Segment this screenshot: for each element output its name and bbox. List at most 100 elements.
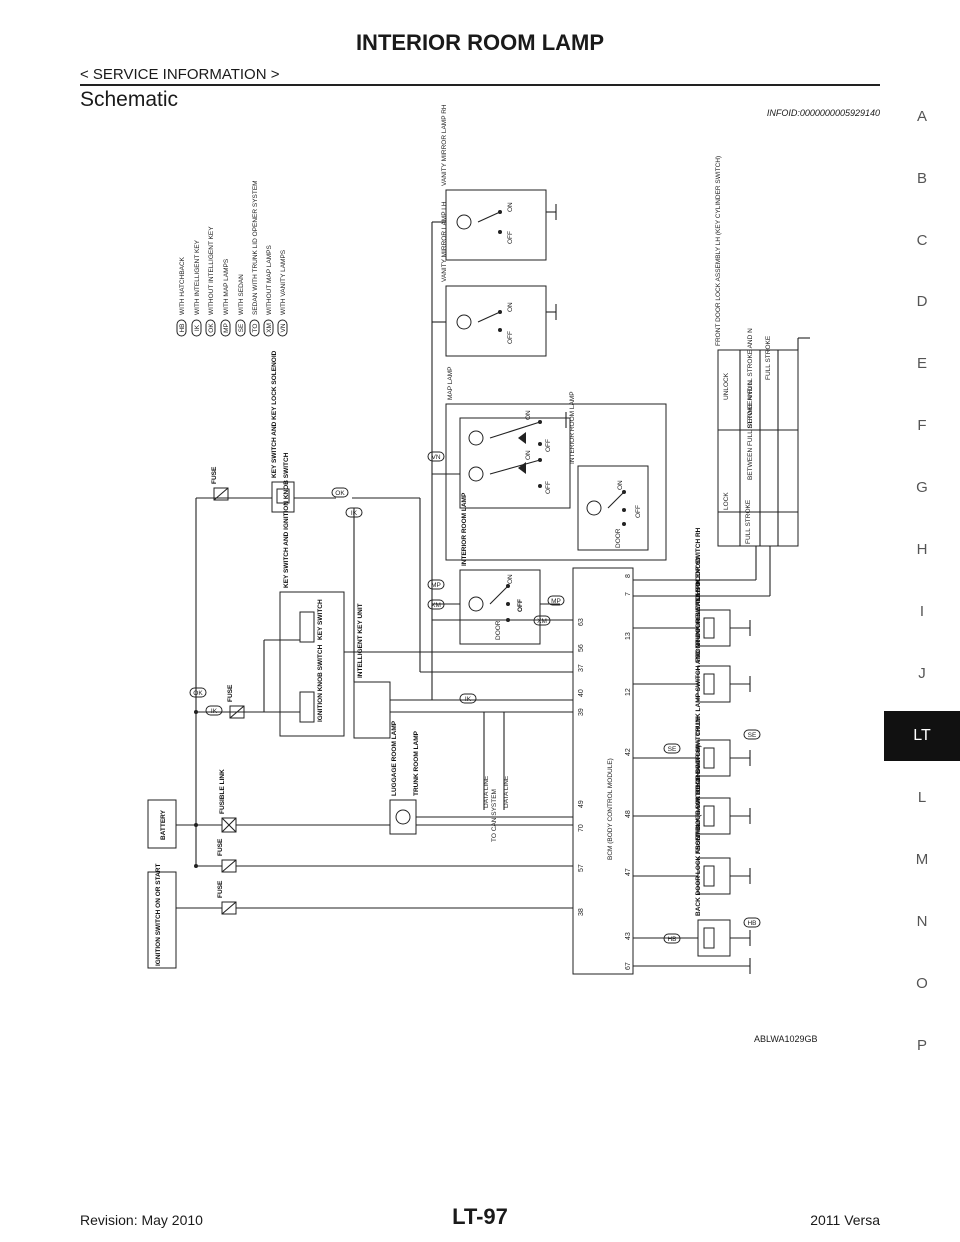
index-letter-g[interactable]: G	[916, 479, 928, 496]
vanity-rh-label: VANITY MIRROR LAMP RH	[441, 104, 448, 186]
index-letter-p[interactable]: P	[916, 1037, 927, 1054]
bcm-pin-70: 70	[578, 824, 585, 832]
bcm-pin-43: 43	[625, 932, 632, 940]
irl-on-label: ON	[507, 574, 514, 584]
table-lock-full: FULL STROKE	[745, 499, 752, 544]
interior-room-lamp: INTERIOR ROOM LAMP ON OFF DOOR MP XM XM …	[427, 492, 573, 645]
legend-text-mp: WITH MAP LAMPS	[223, 258, 230, 315]
battery-box	[147, 799, 177, 849]
footer-revision: Revision: May 2010	[80, 1212, 203, 1228]
fuse-bat-label: FUSE	[217, 838, 224, 856]
irl-off-label: OFF	[517, 599, 524, 612]
bcm-pin-12: 12	[625, 688, 632, 696]
index-letter-i[interactable]: I	[919, 603, 925, 620]
legend-text-ik: WITH INTELLIGENT KEY	[194, 239, 201, 315]
variant-ok-tag-2: OK	[335, 490, 345, 497]
fuse-ign-label: FUSE	[217, 880, 224, 898]
index-letter-l[interactable]: L	[917, 789, 927, 806]
ignition-switch-label: IGNITION SWITCH ON OR START	[155, 864, 162, 966]
legend-text-xm: WITHOUT MAP LAMPS	[266, 245, 273, 315]
table-unlock-between: BETWEEN FULL STROKE AND N	[747, 328, 754, 428]
index-letter-b[interactable]: B	[916, 170, 927, 187]
ignition-switch-box	[147, 871, 177, 969]
index-letter-m[interactable]: M	[915, 851, 929, 868]
key-ignition-knob-block: KEY SWITCH AND IGNITION KNOB SWITCH KEY …	[263, 452, 345, 737]
legend-code-se: SE	[238, 323, 245, 332]
legend-item-to: TO SEDAN WITH TRUNK LID OPENER SYSTEM	[249, 180, 260, 337]
header-divider	[80, 84, 880, 86]
power-sources: IGNITION SWITCH ON OR START BATTERY FUSE…	[147, 466, 573, 969]
index-letter-a[interactable]: A	[916, 108, 927, 125]
index-letter-h[interactable]: H	[916, 541, 928, 558]
bcm-pin-56: 56	[578, 644, 585, 652]
index-letter-e[interactable]: E	[916, 355, 927, 372]
ignition-knob-label: IGNITION KNOB SWITCH	[317, 644, 324, 722]
key-knob-label: KEY SWITCH AND IGNITION KNOB SWITCH	[283, 452, 290, 588]
legend-text-hb: WITH HATCHBACK	[179, 256, 186, 315]
bcm-pin-67: 67	[625, 962, 632, 970]
variant-xm-tag: XM	[431, 602, 441, 609]
legend-code-to: TO	[252, 324, 259, 333]
index-letter-o[interactable]: O	[916, 975, 928, 992]
index-letter-d[interactable]: D	[916, 293, 928, 310]
variant-hb-tag: HB	[667, 936, 676, 943]
variant-se-tag-2: SE	[748, 732, 757, 739]
map-off-label-2: OFF	[545, 481, 552, 494]
back-door-label: BACK DOOR LOCK ASSEMBLY (BACK DOOR SWITC…	[695, 745, 702, 916]
trunk-switch-label: TRUNK LAMP SWITCH AND TRUNK RELEASE SOLE…	[695, 557, 702, 736]
table-lock-between: BETWEEN FULL STROKE AND N	[747, 380, 754, 480]
legend-code-mp: MP	[223, 323, 230, 333]
index-letter-n[interactable]: N	[916, 913, 928, 930]
index-letter-f[interactable]: F	[917, 417, 927, 434]
bcm-pin-47: 47	[625, 868, 632, 876]
bcm-pin-57: 57	[578, 864, 585, 872]
bcm-pin-63: 63	[578, 618, 585, 626]
map-on-label-1: ON	[525, 410, 532, 420]
svg-text:KEY SWITCH AND KEY LOCK SOLENO: KEY SWITCH AND KEY LOCK SOLENOID	[271, 350, 278, 478]
variant-vn-tag: VN	[431, 454, 440, 461]
data-line-label-1: DATA LINE	[483, 775, 490, 808]
index-letter-c[interactable]: C	[916, 232, 928, 249]
irl-door-label: DOOR	[495, 620, 502, 640]
key-switch-label: KEY SWITCH	[317, 599, 324, 640]
map-on-label-2: ON	[525, 450, 532, 460]
legend-text-to: SEDAN WITH TRUNK LID OPENER SYSTEM	[252, 180, 259, 315]
bcm-pin-39: 39	[578, 708, 585, 716]
legend-code-ok: OK	[208, 323, 215, 333]
svg-text:KEY SWITCH AND IGNITION KNOB S: KEY SWITCH AND IGNITION KNOB SWITCH	[283, 452, 290, 588]
footer-vehicle: 2011 Versa	[810, 1212, 880, 1228]
interior-room-lamp-label: INTERIOR ROOM LAMP	[461, 492, 468, 566]
variant-mp-tag: MP	[431, 582, 441, 589]
legend-item-se: SE WITH SEDAN	[235, 274, 246, 337]
luggage-trunk-lamp: LUGGAGE ROOM LAMP TRUNK ROOM LAMP	[389, 720, 573, 835]
bcm-pin-40: 40	[578, 689, 585, 697]
bcm-pin-8: 8	[625, 574, 632, 578]
page-title: INTERIOR ROOM LAMP	[355, 30, 605, 55]
door-switches: REAR DOOR SWITCH RH FRONT DOOR SWITCH RH…	[633, 527, 761, 974]
data-line-label-2: DATA LINE	[503, 775, 510, 808]
vanity-rh-on: ON	[507, 202, 514, 212]
section-title: Schematic	[80, 88, 179, 111]
variant-hb-tag-2: HB	[747, 920, 756, 927]
variant-ik-tag-2: IK	[351, 510, 358, 517]
map-off-label-1: OFF	[545, 439, 552, 452]
legend-text-se: WITH SEDAN	[238, 274, 245, 315]
key-switch-solenoid: KEY SWITCH AND KEY LOCK SOLENOID OK	[271, 350, 420, 513]
index-letter-lt-active[interactable]: LT	[884, 711, 960, 761]
legend-code-hb: HB	[179, 323, 186, 332]
bcm: BCM (BODY CONTROL MODULE) 38 57 70 49 39…	[344, 498, 634, 975]
variant-xm-tag-2: XM	[537, 618, 547, 625]
bcm-pin-48: 48	[625, 810, 632, 818]
legend-text-vn: WITH VANITY LAMPS	[280, 249, 287, 315]
map-irl-off-label: OFF	[635, 505, 642, 518]
front-door-lock-assembly: LOCK UNLOCK FULL STROKE BETWEEN FULL STR…	[633, 156, 810, 597]
map-irl-label: INTERIOR ROOM LAMP	[569, 391, 576, 464]
fusible-link-label: FUSIBLE LINK	[219, 769, 226, 814]
vanity-rh-off: OFF	[507, 231, 514, 244]
variant-se-tag: SE	[668, 746, 677, 753]
section-breadcrumb: < SERVICE INFORMATION >	[80, 66, 280, 83]
table-lock-label: LOCK	[723, 492, 730, 510]
index-letter-j[interactable]: J	[918, 665, 926, 682]
